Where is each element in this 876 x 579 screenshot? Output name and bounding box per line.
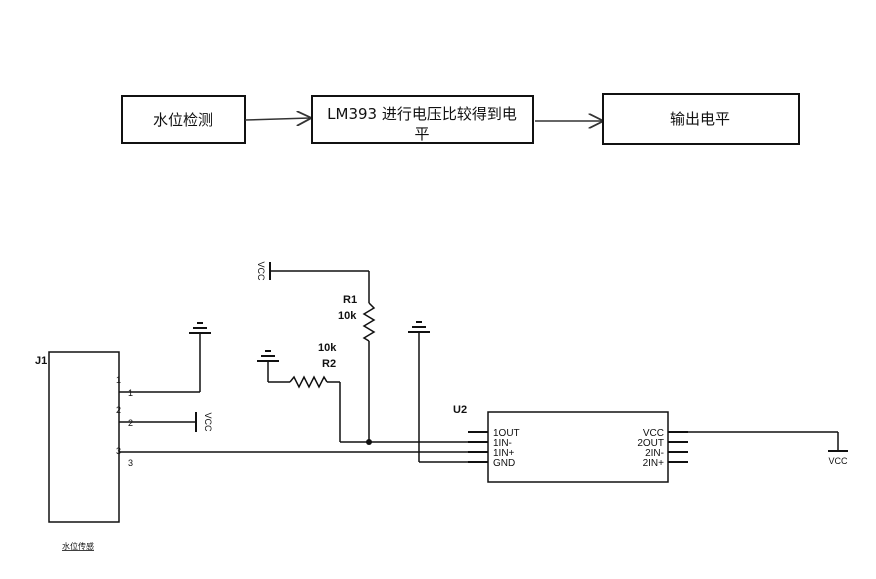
r1-ref: R1	[343, 294, 357, 306]
u2-ref: U2	[453, 404, 467, 416]
ground-symbol-r2	[257, 350, 279, 362]
resistor-r2	[289, 375, 328, 389]
j1-pin-2-num: 2	[116, 405, 121, 415]
u2-pin-vcc: VCC	[643, 428, 664, 439]
r1-value: 10k	[338, 310, 357, 322]
u2-pin-2in-plus: 2IN+	[643, 458, 665, 469]
block-lm393-label-line2: 平	[414, 125, 429, 143]
ground-symbol-u2	[408, 321, 430, 333]
block-output-label: 输出电平	[670, 110, 730, 128]
u2-pin-1in-plus: 1IN+	[493, 448, 515, 459]
schematic-wires	[119, 270, 839, 463]
connector-j1: J1 1 2 3 1 2 3 水位传感	[35, 351, 133, 551]
j1-footer-label: 水位传感	[62, 541, 94, 551]
j1-pin-3-label: 3	[128, 458, 133, 468]
j1-pin-1-label: 1	[128, 388, 133, 398]
ground-symbol-j1	[189, 322, 211, 334]
j1-pin-2-label: 2	[128, 418, 133, 428]
ic-u2: U2 1OUT 1IN- 1IN+ GND VCC 2OUT 2IN- 2IN+	[453, 404, 688, 483]
u2-pin-1in-minus: 1IN-	[493, 438, 512, 449]
j1-pin-1-num: 1	[116, 375, 121, 385]
block-lm393-comparator: LM393 进行电压比较得到电 平	[311, 95, 534, 144]
arrow-1	[244, 118, 310, 120]
vcc-label-right: VCC	[828, 456, 848, 466]
u2-pin-2out: 2OUT	[637, 438, 664, 449]
vcc-label-top: VCC	[256, 261, 266, 281]
block-water-level-label: 水位检测	[153, 111, 213, 129]
resistor-r1	[362, 302, 376, 342]
r2-value: 10k	[318, 342, 337, 354]
r2-ref: R2	[322, 358, 336, 370]
u2-pin-1out: 1OUT	[493, 428, 520, 439]
block-output-level: 输出电平	[602, 93, 800, 145]
vcc-label-j1: VCC	[203, 412, 213, 432]
u2-pin-gnd: GND	[493, 458, 515, 469]
j1-pin-3-num: 3	[116, 446, 121, 456]
block-lm393-label-line1: LM393 进行电压比较得到电	[327, 105, 517, 123]
block-water-level-detection: 水位检测	[121, 95, 246, 144]
u2-pin-2in-minus: 2IN-	[645, 448, 664, 459]
j1-ref: J1	[35, 355, 47, 367]
junction-dot	[366, 439, 372, 445]
